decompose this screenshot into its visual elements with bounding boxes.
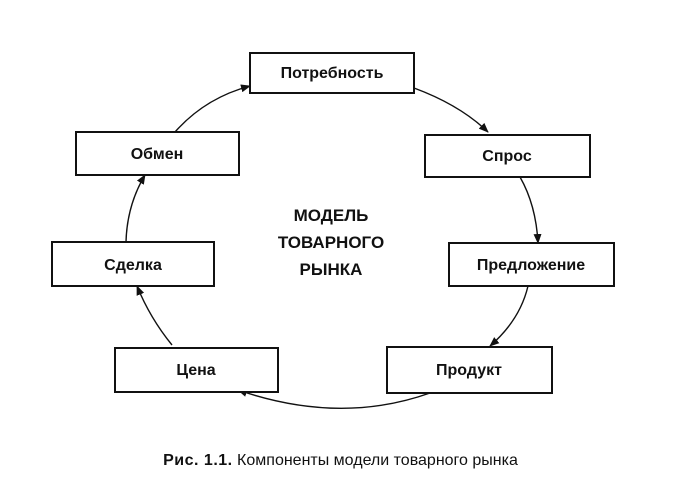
node-sdelka: Сделка <box>51 241 215 287</box>
node-produkt-label: Продукт <box>436 362 502 379</box>
node-obmen: Обмен <box>75 131 240 176</box>
node-produkt: Продукт <box>386 346 553 394</box>
arrow-sdelka-to-obmen <box>125 174 146 243</box>
arrow-spros-to-predlozhenie <box>519 176 542 244</box>
figure-caption-label: Рис. 1.1. <box>163 452 233 469</box>
arrow-predlozhenie-to-produkt <box>489 285 529 347</box>
arrow-potrebnost-to-spros <box>413 87 489 133</box>
node-obmen-label: Обмен <box>131 146 184 163</box>
node-predlozhenie-label: Предложение <box>477 257 585 274</box>
node-sdelka-label: Сделка <box>104 257 162 274</box>
arrow-obmen-to-potrebnost <box>174 84 251 133</box>
figure-caption: Рис. 1.1. Компоненты модели товарного ры… <box>0 452 681 470</box>
arrow-produkt-to-cena <box>237 389 431 409</box>
center-title-line-3: РЫНКА <box>300 260 363 279</box>
figure-caption-text: Компоненты модели товарного рынка <box>232 452 518 469</box>
arrow-cena-to-sdelka <box>136 285 173 346</box>
node-spros-label: Спрос <box>482 148 532 165</box>
node-potrebnost: Потребность <box>249 52 415 94</box>
node-potrebnost-label: Потребность <box>281 65 384 82</box>
node-cena: Цена <box>114 347 279 393</box>
center-title-line-2: ТОВАРНОГО <box>278 233 384 252</box>
node-predlozhenie: Предложение <box>448 242 615 287</box>
node-cena-label: Цена <box>176 362 215 379</box>
center-title: МОДЕЛЬ ТОВАРНОГО РЫНКА <box>278 206 384 279</box>
center-title-line-1: МОДЕЛЬ <box>294 206 369 225</box>
node-spros: Спрос <box>424 134 591 178</box>
